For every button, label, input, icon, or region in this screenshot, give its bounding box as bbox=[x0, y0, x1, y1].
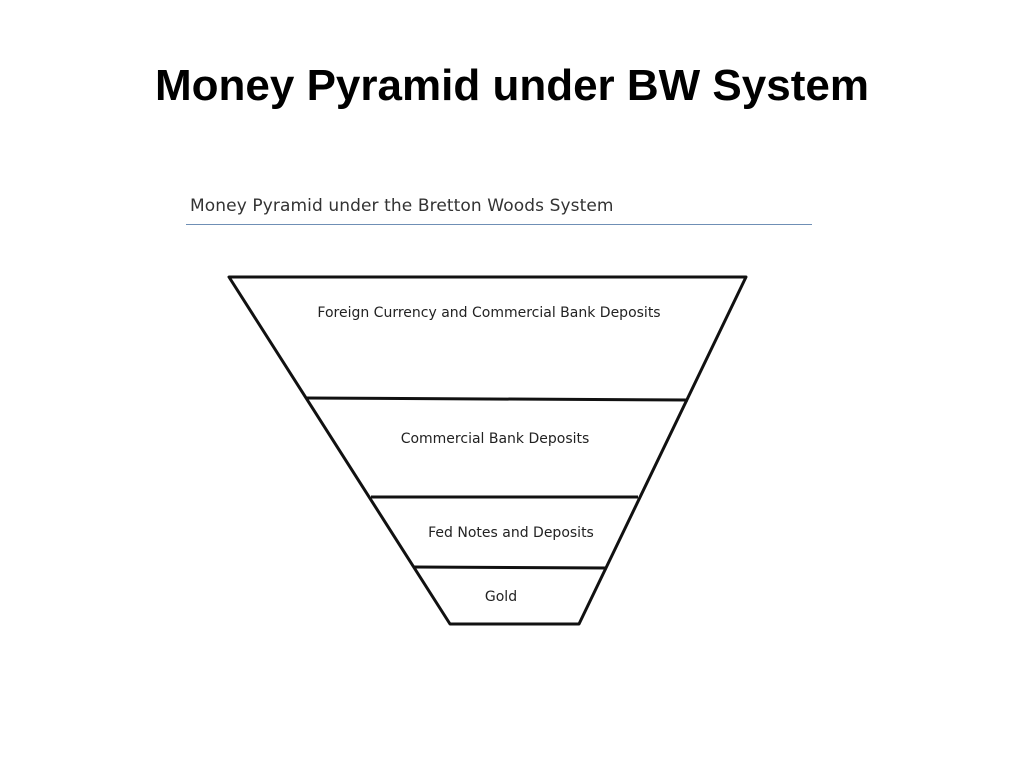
layer-divider-3 bbox=[413, 565, 608, 570]
layer-divider-1 bbox=[305, 396, 689, 402]
slide-title: Money Pyramid under BW System bbox=[155, 61, 869, 110]
pyramid-outline bbox=[227, 275, 748, 626]
figure-caption: Money Pyramid under the Bretton Woods Sy… bbox=[190, 196, 614, 216]
layer-label-fed-notes: Fed Notes and Deposits bbox=[428, 525, 594, 541]
layer-label-foreign-currency: Foreign Currency and Commercial Bank Dep… bbox=[317, 305, 660, 321]
layer-label-commercial-bank-deposits: Commercial Bank Deposits bbox=[401, 431, 590, 447]
layer-label-gold: Gold bbox=[485, 589, 517, 605]
caption-underline bbox=[186, 224, 812, 225]
